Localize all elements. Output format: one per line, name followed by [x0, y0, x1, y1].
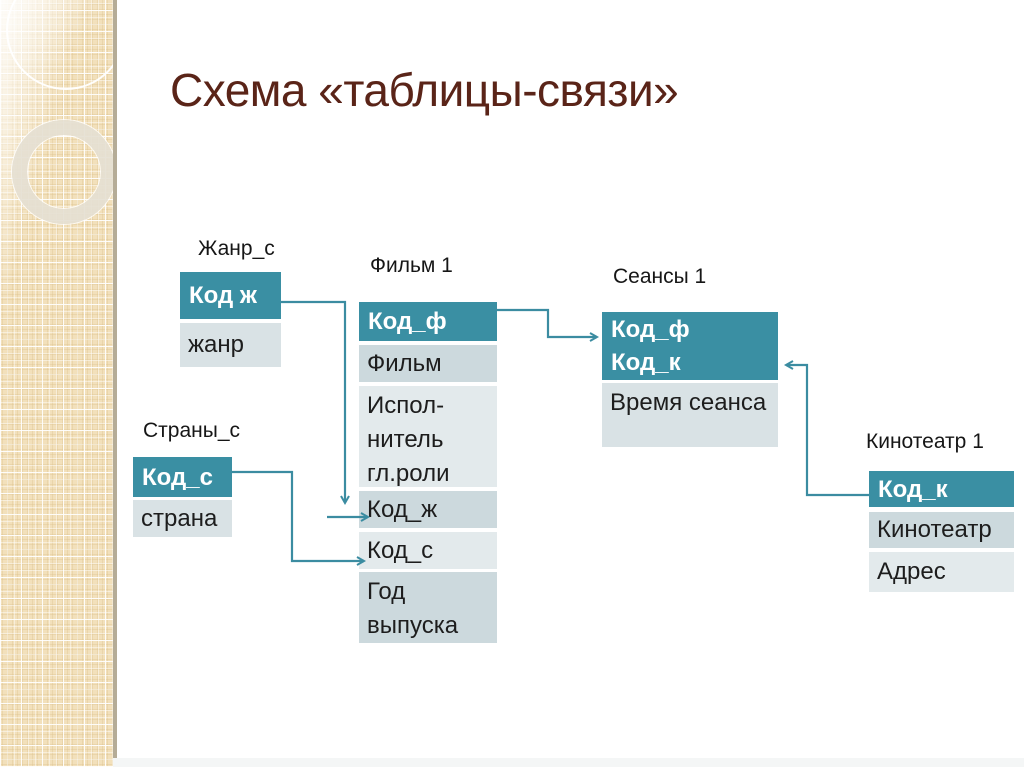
table-film-field: Код_ж	[359, 491, 497, 528]
connector-strany-to-film-arrow	[232, 470, 367, 566]
table-seansy: Код_ф Код_к Время сеанса	[602, 312, 778, 447]
table-film-key: Код_ф	[359, 302, 497, 341]
table-zhanr-field: жанр	[180, 323, 281, 367]
table-strany-key: Код_с	[133, 457, 232, 497]
connector-film-to-seansy-arrow	[497, 308, 600, 342]
table-seansy-key: Код_ф Код_к	[602, 312, 778, 380]
table-film-field: Год выпуска	[359, 572, 497, 643]
table-kinoteatr-field: Кинотеатр	[869, 512, 1014, 548]
table-label-kinoteatr: Кинотеатр 1	[866, 430, 984, 453]
table-seansy-field: Время сеанса	[602, 383, 778, 447]
table-label-seansy: Сеансы 1	[613, 265, 707, 288]
table-film-field: Испол- нитель гл.роли	[359, 386, 497, 487]
table-zhanr: Код ж жанр	[180, 272, 281, 367]
table-label-strany: Страны_с	[143, 419, 241, 442]
table-strany-field: страна	[133, 500, 232, 537]
table-film-field: Фильм	[359, 345, 497, 382]
table-label-zhanr: Жанр_с	[198, 237, 275, 260]
page-title: Схема «таблицы-связи»	[170, 64, 679, 116]
table-kinoteatr: Код_к Кинотеатр Адрес	[869, 471, 1014, 592]
table-kinoteatr-key: Код_к	[869, 471, 1014, 507]
table-label-film: Фильм 1	[370, 254, 453, 277]
table-zhanr-key: Код ж	[180, 272, 281, 319]
table-kinoteatr-field: Адрес	[869, 552, 1014, 592]
table-film-field: Код_с	[359, 532, 497, 569]
sidebar-decoration	[0, 0, 117, 767]
connector-kinoteatr-to-seansy-arrow	[783, 360, 869, 497]
decorative-ring-icon	[12, 120, 113, 224]
table-film: Код_ф Фильм Испол- нитель гл.роли Код_ж …	[359, 302, 497, 643]
table-strany: Код_с страна	[133, 457, 232, 537]
bottom-band	[113, 758, 1024, 767]
connector-zhanr-to-film-down-arrow	[281, 300, 350, 506]
